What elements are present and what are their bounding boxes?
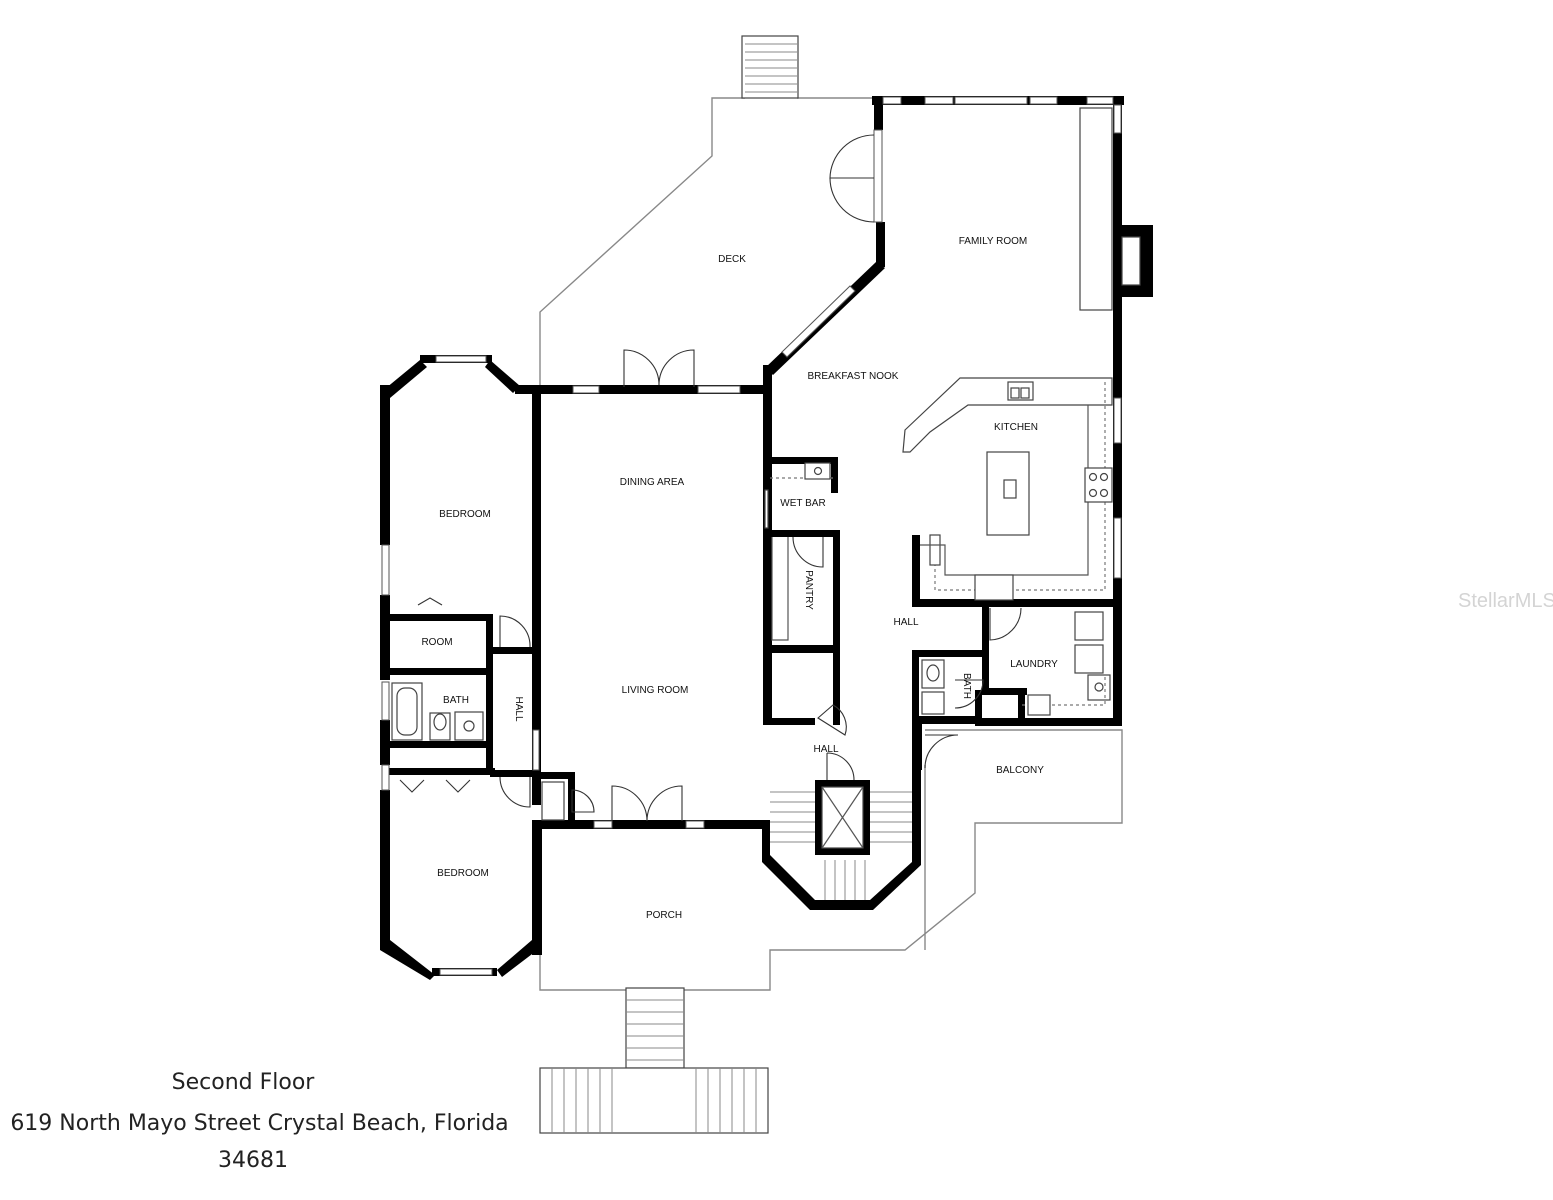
room-small-room: ROOM <box>421 637 452 648</box>
room-balcony: BALCONY <box>996 765 1044 776</box>
room-laundry: LAUNDRY <box>1010 659 1058 670</box>
walls <box>380 96 1153 980</box>
room-hall-right: HALL <box>893 617 918 628</box>
room-hall-left: HALL <box>513 696 524 721</box>
room-wet-bar: WET BAR <box>780 498 825 509</box>
address-line-1: 619 North Mayo Street Crystal Beach, Flo… <box>10 1111 509 1136</box>
room-kitchen: KITCHEN <box>994 422 1038 433</box>
address-line-2: 34681 <box>218 1148 288 1173</box>
stair-steps <box>551 43 914 1133</box>
room-pantry: PANTRY <box>803 570 814 610</box>
room-living-room: LIVING ROOM <box>622 685 689 696</box>
room-family-room: FAMILY ROOM <box>959 236 1028 247</box>
fixtures <box>391 107 1113 849</box>
floor-title: Second Floor <box>171 1070 315 1095</box>
room-bath-left: BATH <box>443 695 469 706</box>
room-deck: DECK <box>718 254 746 265</box>
room-dining-area: DINING AREA <box>620 477 685 488</box>
room-bedroom-upper: BEDROOM <box>439 509 491 520</box>
watermark: StellarMLS <box>1458 590 1553 612</box>
exterior-outline <box>539 35 1123 1134</box>
doors <box>399 134 1022 822</box>
room-hall-center: HALL <box>813 744 838 755</box>
room-bedroom-lower: BEDROOM <box>437 868 489 879</box>
room-labels: DECK FAMILY ROOM BREAKFAST NOOK KITCHEN … <box>421 236 1058 921</box>
room-porch: PORCH <box>646 910 682 921</box>
windows <box>381 96 1122 976</box>
room-bath-right: BATH <box>961 673 972 699</box>
room-breakfast-nook: BREAKFAST NOOK <box>808 371 899 382</box>
